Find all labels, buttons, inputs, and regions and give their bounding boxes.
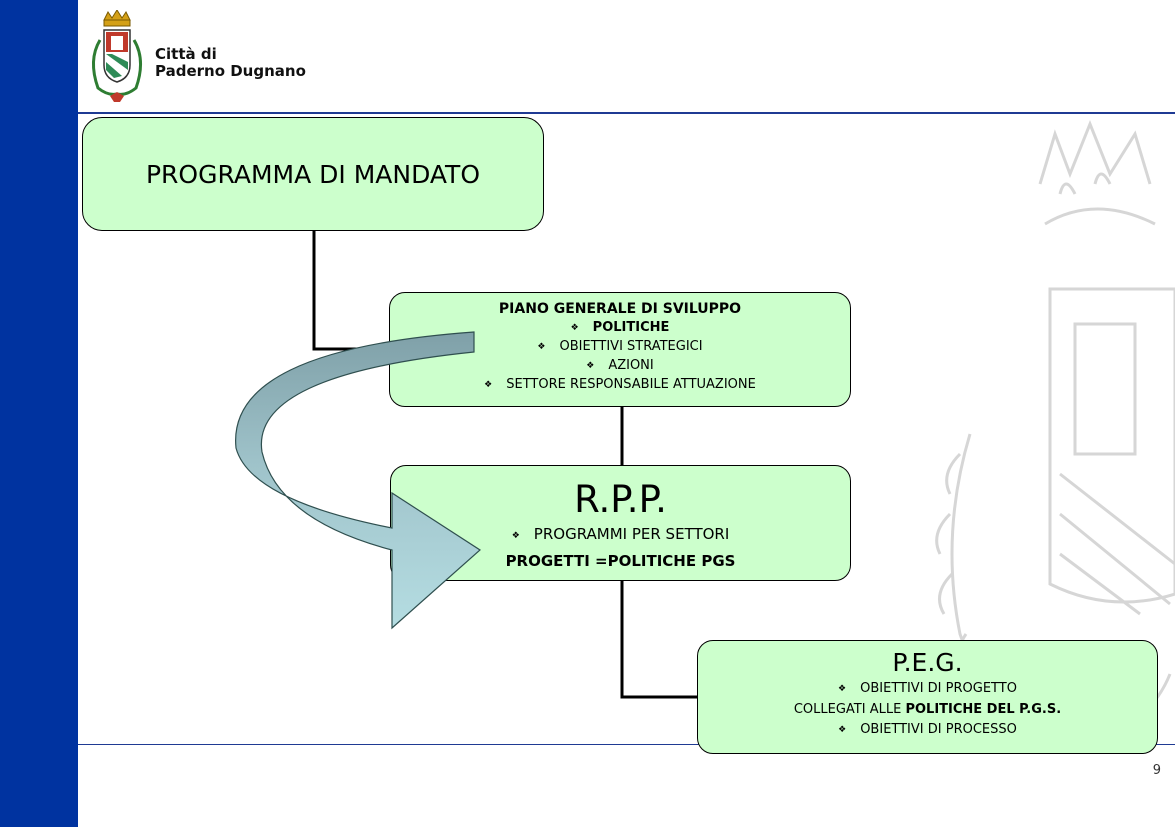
box2-item-obiettivi: ❖OBIETTIVI STRATEGICI (537, 339, 703, 354)
footer-divider (78, 744, 1175, 745)
box1-title: PROGRAMMA DI MANDATO (145, 160, 480, 189)
left-sidebar-bar (0, 0, 78, 827)
box2-item-azioni: ❖AZIONI (586, 358, 654, 373)
box3-item: ❖PROGRAMMI PER SETTORI (511, 525, 730, 543)
city-name-line1: Città di (155, 45, 217, 63)
box2-item-politiche: ❖POLITICHE (570, 320, 670, 335)
box2-title: PIANO GENERALE DI SVILUPPO (498, 301, 742, 317)
box4-title: P.E.G. (892, 648, 963, 677)
box3-title: R.P.P. (574, 478, 667, 521)
diamond-bullet-icon: ❖ (484, 380, 493, 390)
diamond-bullet-icon: ❖ (511, 531, 520, 541)
city-coat-of-arms-logo (92, 10, 142, 102)
city-name: Città di Paderno Dugnano (155, 46, 306, 80)
diamond-bullet-icon: ❖ (570, 323, 579, 333)
box4-item2: ❖OBIETTIVI DI PROCESSO (838, 722, 1017, 737)
programma-di-mandato-box: PROGRAMMA DI MANDATO (82, 117, 544, 231)
box3-subtext: PROGETTI =POLITICHE PGS (505, 552, 736, 570)
diamond-bullet-icon: ❖ (838, 684, 847, 694)
city-name-line2: Paderno Dugnano (155, 62, 306, 80)
peg-box: P.E.G. ❖OBIETTIVI DI PROGETTO COLLEGATI … (697, 640, 1158, 754)
diamond-bullet-icon: ❖ (537, 342, 546, 352)
header-divider (78, 112, 1175, 114)
box4-link-line: COLLEGATI ALLE POLITICHE DEL P.G.S. (793, 702, 1062, 717)
diamond-bullet-icon: ❖ (838, 725, 847, 735)
box4-item1: ❖OBIETTIVI DI PROGETTO (838, 681, 1017, 696)
page-number: 9 (1152, 763, 1161, 778)
box2-item-settore: ❖SETTORE RESPONSABILE ATTUAZIONE (484, 377, 756, 392)
diamond-bullet-icon: ❖ (586, 361, 595, 371)
